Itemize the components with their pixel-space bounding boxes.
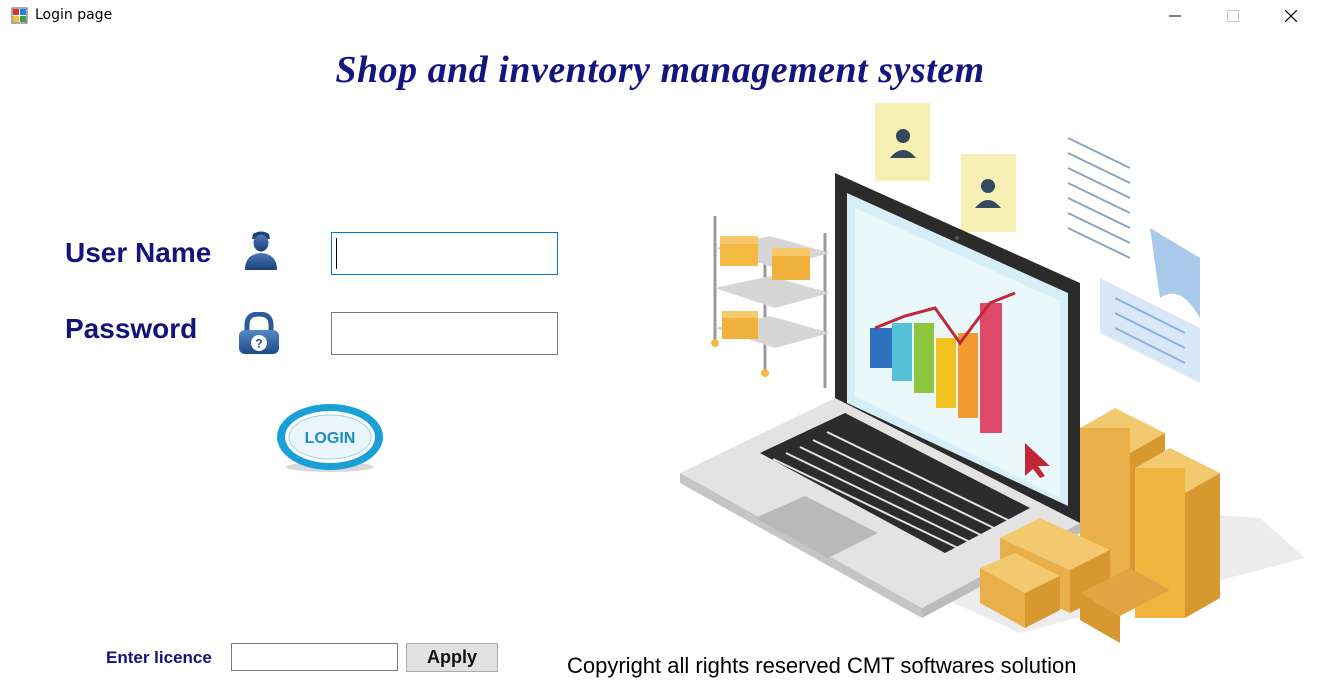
licence-input[interactable] <box>231 643 398 671</box>
login-button-label: LOGIN <box>305 430 356 447</box>
maximize-icon <box>1227 10 1239 22</box>
app-icon <box>11 7 28 24</box>
apply-button[interactable]: Apply <box>406 643 498 672</box>
username-input[interactable] <box>331 232 558 275</box>
copyright-text: Copyright all rights reserved CMT softwa… <box>567 653 1077 678</box>
password-label: Password <box>65 313 198 344</box>
close-button[interactable] <box>1262 0 1320 32</box>
username-label: User Name <box>65 237 212 268</box>
window-title: Login page <box>35 7 113 23</box>
svg-text:?: ? <box>255 337 262 351</box>
licence-label: Enter licence <box>106 648 212 667</box>
minimize-icon <box>1169 15 1181 17</box>
user-icon <box>245 231 277 270</box>
close-icon <box>1285 10 1297 22</box>
login-button[interactable]: LOGIN <box>274 403 386 475</box>
maximize-button[interactable] <box>1204 0 1262 32</box>
text-caret <box>336 238 337 269</box>
lock-icon: ? <box>239 312 279 354</box>
minimize-button[interactable] <box>1146 0 1204 32</box>
window-titlebar: Login page <box>0 0 1320 32</box>
password-input[interactable] <box>331 312 558 355</box>
shelf-illustration <box>711 216 830 388</box>
page-title: Shop and inventory management system <box>335 49 985 91</box>
laptop-inventory-illustration <box>680 103 1305 643</box>
